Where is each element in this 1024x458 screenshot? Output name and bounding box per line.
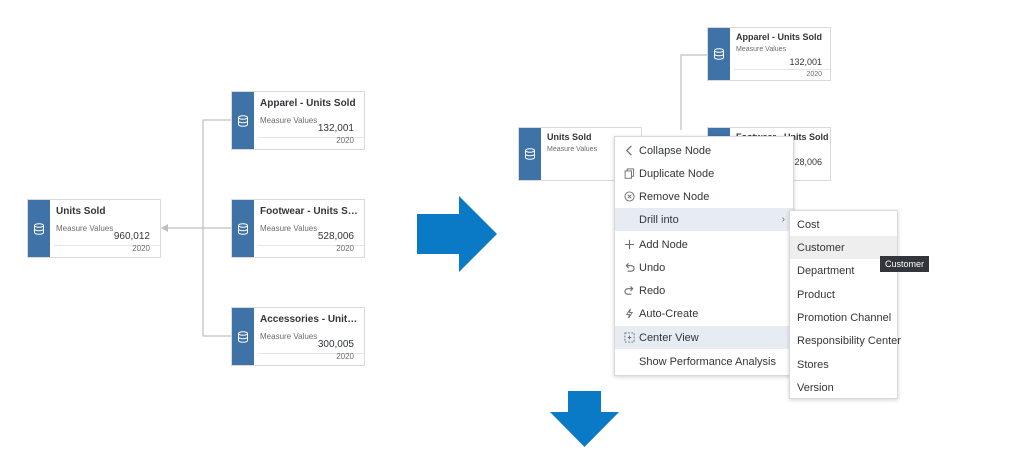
context-menu: Collapse Node Duplicate Node Remove Node… (614, 136, 794, 376)
submenu-item-stores[interactable]: Stores (797, 358, 829, 371)
submenu-item-responsibility-center[interactable]: Responsibility Center (797, 334, 901, 347)
submenu-item-version[interactable]: Version (797, 381, 834, 394)
menu-item-label: Collapse Node (639, 144, 712, 157)
node-apparel[interactable]: Apparel - Units Sold Measure Values 132,… (231, 91, 365, 150)
node-units-sold[interactable]: Units Sold Measure Values 960,012 2020 (27, 199, 161, 258)
tooltip: Customer (880, 256, 930, 272)
submenu-item-customer[interactable]: Customer (790, 236, 897, 259)
node-subtitle: Measure Values (736, 46, 787, 53)
node-title: Accessories - Units S... (260, 314, 362, 325)
menu-item-auto-create[interactable]: Auto-Create (615, 302, 793, 325)
node-title: Apparel - Units Sold (736, 32, 823, 42)
undo-icon (623, 262, 635, 274)
menu-item-label: Redo (639, 284, 666, 297)
center-view-icon (623, 332, 635, 344)
redo-icon (623, 285, 635, 297)
menu-item-label: Add Node (639, 238, 688, 251)
database-icon (708, 28, 730, 80)
submenu-item-cost[interactable]: Cost (797, 218, 820, 231)
submenu-item-promotion-channel[interactable]: Promotion Channel (797, 311, 892, 324)
divider (258, 137, 364, 138)
menu-item-drill-into[interactable]: Drill into › (615, 208, 793, 231)
node-title: Units Sold (56, 206, 106, 217)
node-footwear[interactable]: Footwear - Units Sold Measure Values 528… (231, 199, 365, 258)
node-value: 960,012 (113, 231, 150, 242)
menu-item-duplicate-node[interactable]: Duplicate Node (615, 162, 793, 185)
right-arrow-icon (417, 196, 497, 272)
database-icon (232, 92, 254, 149)
menu-item-center-view[interactable]: Center View (615, 326, 793, 349)
down-arrow-icon (550, 391, 619, 447)
node-title: Footwear - Units Sold (260, 206, 362, 217)
node-value: 300,005 (317, 339, 354, 350)
menu-item-undo[interactable]: Undo (615, 256, 793, 279)
lightning-icon (623, 308, 635, 320)
menu-item-redo[interactable]: Redo (615, 279, 793, 302)
submenu-item-department[interactable]: Department (797, 264, 855, 277)
duplicate-icon (623, 168, 635, 180)
node-accessories[interactable]: Accessories - Units S... Measure Values … (231, 307, 365, 366)
menu-item-label: Drill into (639, 213, 679, 226)
node-year: 2020 (336, 136, 354, 145)
node-subtitle: Measure Values (260, 332, 318, 341)
divider (734, 69, 830, 70)
divider (258, 245, 364, 246)
divider (54, 245, 160, 246)
menu-item-remove-node[interactable]: Remove Node (615, 185, 793, 208)
menu-item-show-performance-analysis[interactable]: Show Performance Analysis (615, 350, 793, 373)
menu-item-label: Show Performance Analysis (639, 355, 776, 368)
node-subtitle: Measure Values (56, 224, 114, 233)
node-year: 2020 (336, 244, 354, 253)
node-subtitle: Measure Values (260, 224, 318, 233)
node-title: Apparel - Units Sold (260, 98, 356, 109)
node-year: 2020 (132, 244, 150, 253)
database-icon (519, 128, 541, 180)
submenu-item-product[interactable]: Product (797, 288, 835, 301)
node-title: Units Sold (547, 132, 592, 142)
menu-item-label: Center View (639, 331, 699, 344)
node-value: 528,006 (317, 231, 354, 242)
menu-item-label: Duplicate Node (639, 167, 715, 180)
node-year: 2020 (336, 352, 354, 361)
menu-item-collapse-node[interactable]: Collapse Node (615, 139, 793, 162)
menu-item-label: Undo (639, 261, 666, 274)
chevron-left-icon (623, 145, 635, 157)
node-value: 132,001 (789, 57, 822, 67)
database-icon (232, 200, 254, 257)
node-year: 2020 (806, 71, 822, 78)
node-subtitle: Measure Values (547, 146, 598, 153)
menu-item-label: Auto-Create (639, 307, 699, 320)
database-icon (232, 308, 254, 365)
node-apparel-right[interactable]: Apparel - Units Sold Measure Values 132,… (707, 27, 831, 81)
submenu-arrow-icon: › (781, 214, 785, 225)
remove-circle-icon (623, 191, 635, 203)
node-value: 132,001 (317, 123, 354, 134)
node-subtitle: Measure Values (260, 116, 318, 125)
divider (258, 353, 364, 354)
node-value: 528,006 (789, 157, 822, 167)
drill-into-submenu: Cost Customer Department Product Promoti… (789, 210, 901, 399)
database-icon (28, 200, 50, 257)
menu-item-add-node[interactable]: Add Node (615, 233, 793, 256)
menu-item-label: Remove Node (639, 190, 710, 203)
plus-icon (623, 239, 635, 251)
